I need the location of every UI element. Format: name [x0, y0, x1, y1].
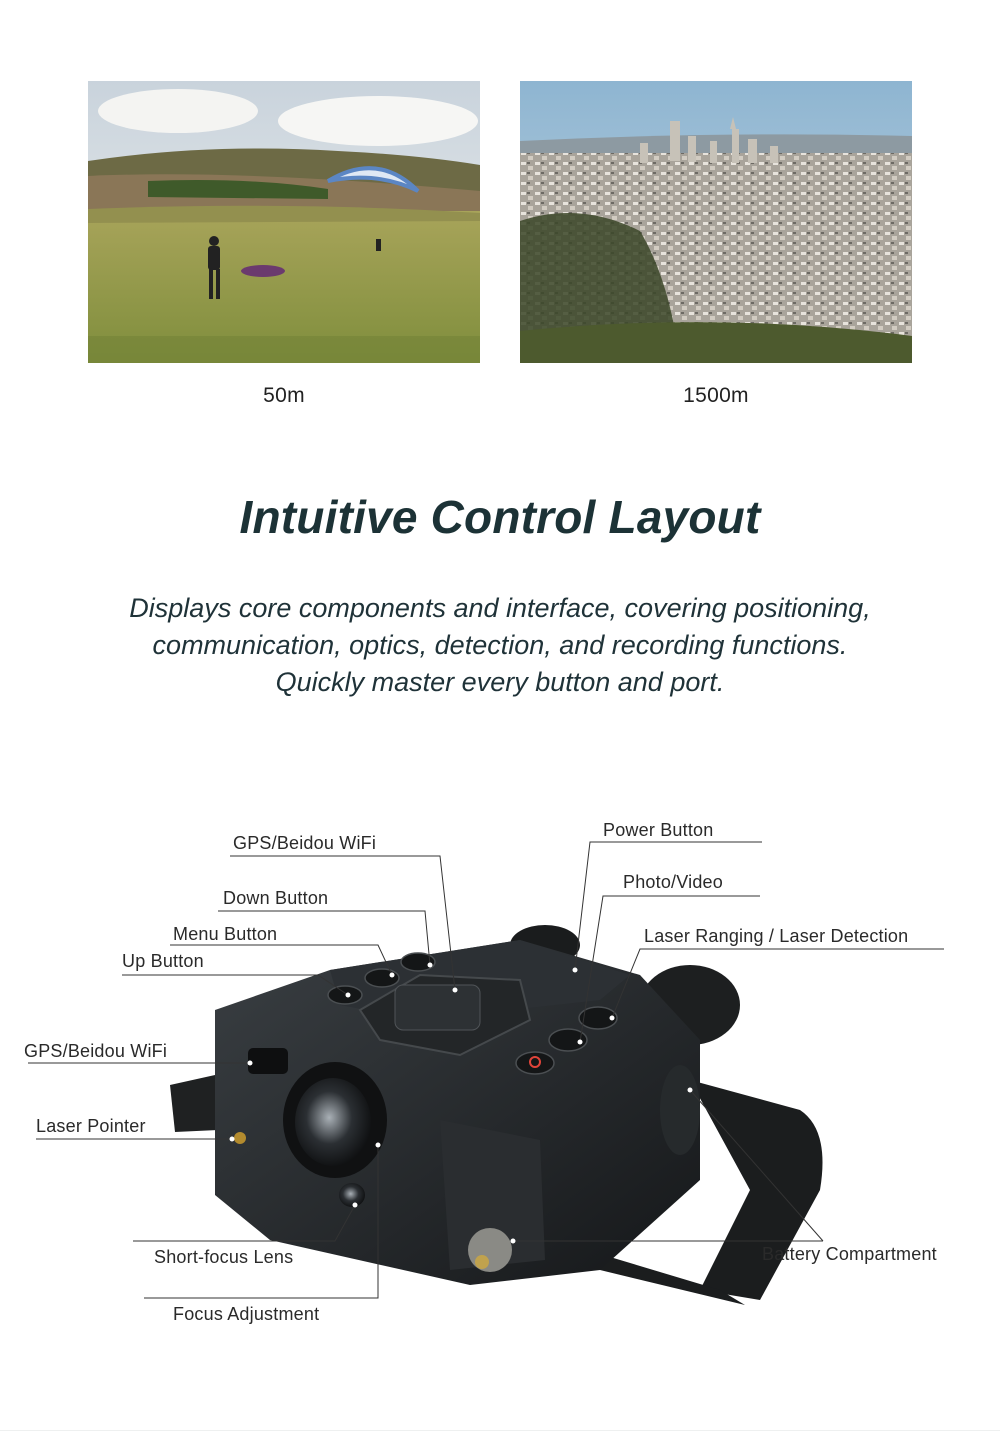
description-line-2: communication, optics, detection, and re…: [152, 630, 848, 660]
label-power-button: Power Button: [603, 820, 714, 840]
label-short-focus-lens: Short-focus Lens: [154, 1247, 294, 1267]
city-photo: [520, 81, 912, 363]
label-battery-compartment: Battery Compartment: [762, 1244, 937, 1264]
label-focus-adjustment: Focus Adjustment: [173, 1304, 320, 1324]
label-laser-pointer: Laser Pointer: [36, 1116, 146, 1136]
label-up-button: Up Button: [122, 951, 204, 971]
label-laser-ranging: Laser Ranging / Laser Detection: [644, 926, 909, 946]
control-layout-diagram: GPS/Beidou WiFi Down Button Menu Button …: [0, 800, 1000, 1360]
description-line-1: Displays core components and interface, …: [129, 593, 871, 623]
distance-caption-1500m: 1500m: [683, 384, 749, 407]
page-divider: [0, 1430, 1000, 1431]
label-gps-wifi-top: GPS/Beidou WiFi: [233, 833, 377, 853]
section-title: Intuitive Control Layout: [239, 491, 761, 543]
section-description: Displays core components and interface, …: [40, 590, 960, 701]
field-photo: [88, 81, 480, 363]
label-down-button: Down Button: [223, 888, 329, 908]
binocular-illustration: [28, 841, 944, 1305]
distance-caption-50m: 50m: [263, 384, 305, 407]
description-line-3: Quickly master every button and port.: [275, 667, 725, 697]
label-photo-video: Photo/Video: [623, 872, 723, 892]
label-menu-button: Menu Button: [173, 924, 278, 944]
label-gps-wifi-side: GPS/Beidou WiFi: [24, 1041, 168, 1061]
